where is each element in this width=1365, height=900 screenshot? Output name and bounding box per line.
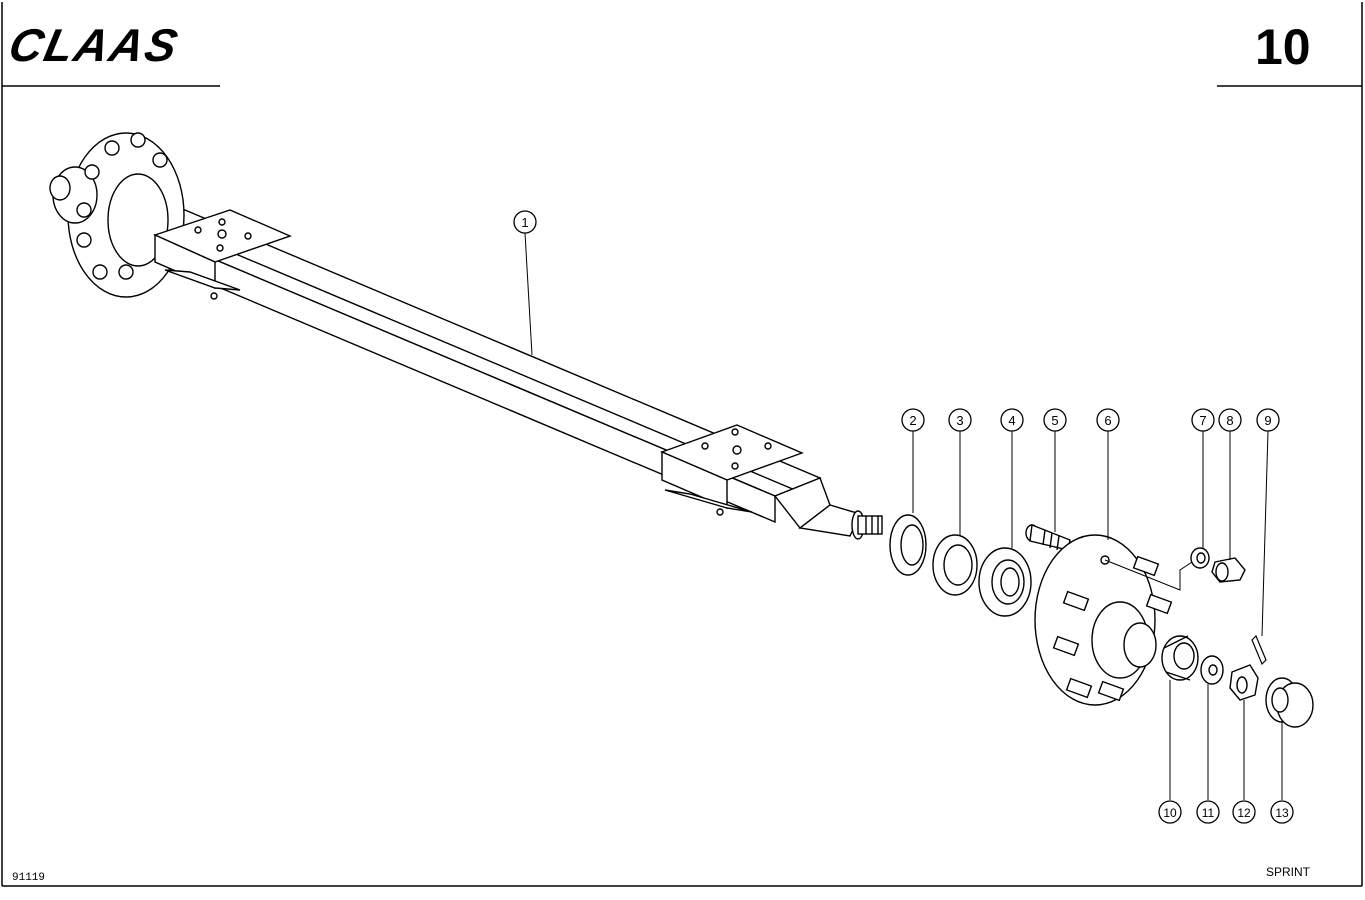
part-outer-bearing	[1161, 635, 1199, 681]
part-lock-washer	[1190, 547, 1210, 569]
callout-4-label: 4	[1008, 413, 1015, 428]
part-split-pin	[1251, 634, 1267, 666]
part-bearing-race	[932, 534, 978, 596]
callout-2-label: 2	[909, 413, 916, 428]
assembly-guide-line	[1104, 559, 1193, 591]
callout-10: 10	[1158, 800, 1182, 824]
callout-group: 1 2 3 4 5 6 7 8 9 10 11 12 13	[513, 210, 1294, 824]
callout-2: 2	[901, 408, 925, 432]
part-bearing	[978, 547, 1032, 617]
part-hub	[1034, 534, 1173, 706]
callout-7: 7	[1191, 408, 1215, 432]
part-castle-nut	[1229, 664, 1259, 701]
drawing-number: 91119	[12, 872, 46, 884]
part-washer	[1200, 655, 1224, 685]
callout-11: 11	[1196, 800, 1220, 824]
callout-6: 6	[1096, 408, 1120, 432]
callout-3-label: 3	[956, 413, 963, 428]
callout-13-label: 13	[1275, 806, 1289, 820]
callout-10-label: 10	[1163, 806, 1177, 820]
callout-3: 3	[948, 408, 972, 432]
callout-5: 5	[1043, 408, 1067, 432]
callout-12: 12	[1232, 800, 1256, 824]
callout-4: 4	[1000, 408, 1024, 432]
part-hub-cap	[1265, 677, 1314, 728]
callout-8: 8	[1218, 408, 1242, 432]
part-seal	[889, 514, 927, 576]
callout-13: 13	[1270, 800, 1294, 824]
left-mount-bracket	[153, 209, 292, 300]
brand-logo: CLAAS	[4, 19, 184, 71]
callout-5-label: 5	[1051, 413, 1058, 428]
page-number: 10	[1255, 19, 1311, 75]
spindle	[773, 477, 883, 540]
callout-9: 9	[1256, 408, 1280, 432]
model-name: SPRINT	[1266, 865, 1311, 879]
callout-8-label: 8	[1226, 413, 1233, 428]
callout-9-label: 9	[1264, 413, 1271, 428]
callout-7-label: 7	[1199, 413, 1206, 428]
callout-1: 1	[513, 210, 537, 234]
callout-6-label: 6	[1104, 413, 1111, 428]
callout-1-label: 1	[521, 215, 528, 230]
right-mount-bracket	[660, 424, 804, 516]
left-hub	[49, 132, 185, 298]
leader-lines	[524, 232, 1283, 800]
callout-12-label: 12	[1237, 806, 1251, 820]
part-wheel-stud	[1025, 524, 1071, 551]
callout-11-label: 11	[1202, 806, 1215, 820]
part-wheel-nut	[1211, 557, 1246, 583]
